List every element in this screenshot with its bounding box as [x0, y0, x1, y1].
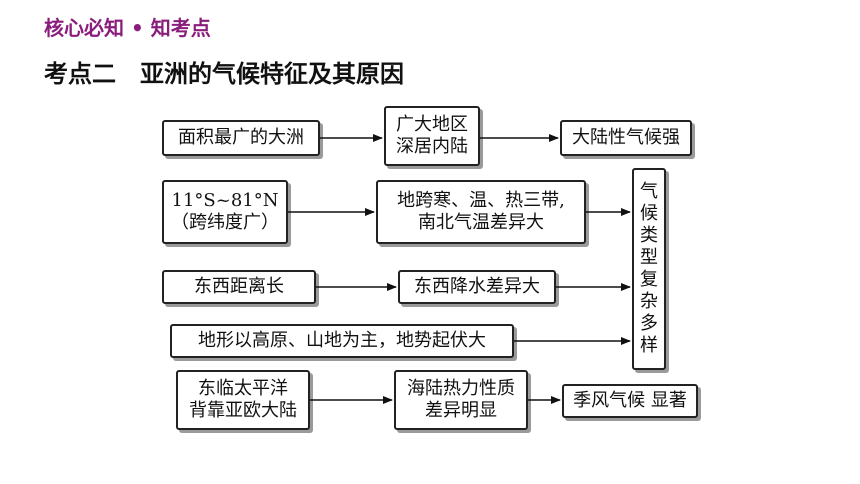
page-title: 考点二 亚洲的气候特征及其原因	[44, 60, 404, 88]
result-box-diverse-climate-types: 气 候 类 型 复 杂 多 样	[632, 168, 666, 370]
box-text-line-1: 广大地区	[396, 114, 468, 135]
box-text-line-2: 南北气温差异大	[418, 212, 544, 233]
box-text-line-1: 海陆热力性质	[407, 378, 515, 399]
box-text: 面积最广的大洲	[178, 127, 304, 148]
box-text: 季风气候 显著	[573, 390, 687, 411]
vertical-char: 样	[640, 335, 658, 356]
cause-box-pacific-eurasia: 东临太平洋 背靠亚欧大陆	[176, 370, 310, 430]
vertical-char: 多	[640, 313, 658, 334]
box-text: 地形以高原、山地为主，地势起伏大	[198, 330, 486, 351]
middle-box-deep-inland: 广大地区 深居内陆	[384, 106, 480, 166]
result-box-continental-climate: 大陆性气候强	[560, 120, 692, 156]
vertical-char: 型	[640, 247, 658, 268]
vertical-char: 复	[640, 269, 658, 290]
box-text: 大陆性气候强	[572, 127, 680, 148]
cause-box-largest-continent: 面积最广的大洲	[162, 120, 320, 156]
box-text-line-1: 地跨寒、温、热三带,	[397, 190, 565, 211]
cause-box-terrain: 地形以高原、山地为主，地势起伏大	[170, 324, 514, 358]
cause-box-latitude-range: 11°S~81°N （跨纬度广）	[162, 180, 288, 244]
section-header: 核心必知 • 知考点	[44, 16, 211, 40]
box-text-line-2: （跨纬度广）	[171, 212, 279, 233]
result-box-monsoon-climate: 季风气候 显著	[562, 384, 698, 418]
box-text-line-2: 深居内陆	[396, 136, 468, 157]
vertical-char: 候	[640, 203, 658, 224]
vertical-char: 杂	[640, 291, 658, 312]
middle-box-precipitation-difference: 东西降水差异大	[398, 270, 556, 304]
cause-box-east-west-distance: 东西距离长	[162, 270, 316, 304]
box-text-line-1: 东临太平洋	[198, 378, 288, 399]
box-text-line-2: 背靠亚欧大陆	[189, 400, 297, 421]
box-text: 东西降水差异大	[414, 276, 540, 297]
vertical-char: 气	[640, 181, 658, 202]
vertical-char: 类	[640, 225, 658, 246]
middle-box-land-sea-thermal: 海陆热力性质 差异明显	[394, 370, 528, 430]
box-text-line-2: 差异明显	[425, 400, 497, 421]
middle-box-temperature-difference: 地跨寒、温、热三带, 南北气温差异大	[376, 180, 586, 244]
box-text: 东西距离长	[194, 276, 284, 297]
box-text-line-1: 11°S~81°N	[171, 190, 279, 211]
